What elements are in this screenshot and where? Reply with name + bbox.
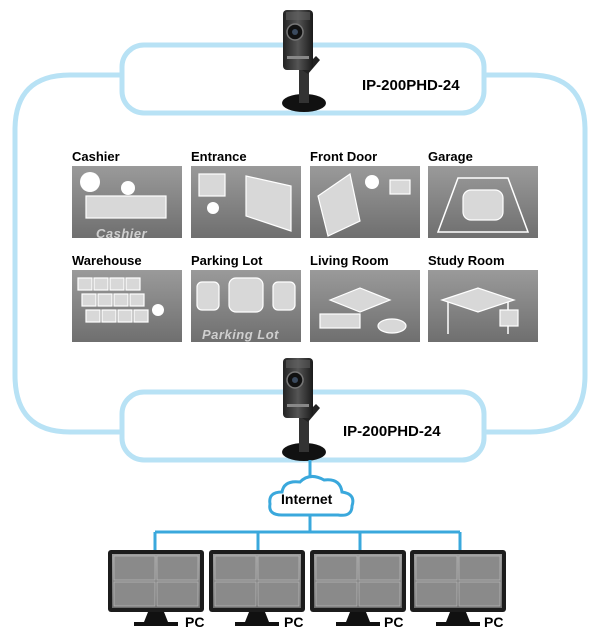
bottom-ip-camera-icon (282, 358, 326, 461)
pc-label-3: PC (384, 614, 404, 630)
pc-monitor-icon (410, 550, 506, 626)
study-room-scene-icon (428, 270, 538, 342)
entrance-scene-icon (191, 166, 301, 238)
front-door-scene-icon (310, 166, 420, 238)
garage-scene-icon (428, 166, 538, 238)
parking-lot-scene-icon (191, 270, 301, 342)
cashier-scene-icon (72, 166, 182, 238)
bottom-camera-model-label: IP-200PHD-24 (343, 423, 441, 440)
scene-label-parking-lot: Parking Lot (191, 253, 263, 268)
scene-label-front-door: Front Door (310, 149, 378, 164)
living-room-scene-icon (310, 270, 420, 342)
pc-label-1: PC (185, 614, 205, 630)
top-ip-camera-icon (282, 10, 326, 112)
warehouse-scene-icon (72, 270, 182, 342)
distribution-lines (153, 515, 462, 550)
scene-label-living-room: Living Room (310, 253, 389, 268)
pc-label-2: PC (284, 614, 304, 630)
scene-label-study-room: Study Room (428, 253, 505, 268)
pc-monitor-icon (209, 550, 305, 626)
cashier-sign-text: Cashier (96, 226, 148, 241)
pc-label-4: PC (484, 614, 504, 630)
pc-monitor-icon (310, 550, 406, 626)
internet-label: Internet (281, 491, 333, 507)
scene-label-cashier: Cashier (72, 149, 120, 164)
camera-loop-line (12, 72, 588, 435)
internet-cloud-icon (268, 475, 355, 517)
scene-label-garage: Garage (428, 149, 473, 164)
pc-monitor-icon (108, 550, 204, 626)
top-camera-model-label: IP-200PHD-24 (362, 77, 460, 94)
scene-label-entrance: Entrance (191, 149, 247, 164)
parking-lot-sign-text: Parking Lot (202, 327, 280, 342)
scene-label-warehouse: Warehouse (72, 253, 142, 268)
